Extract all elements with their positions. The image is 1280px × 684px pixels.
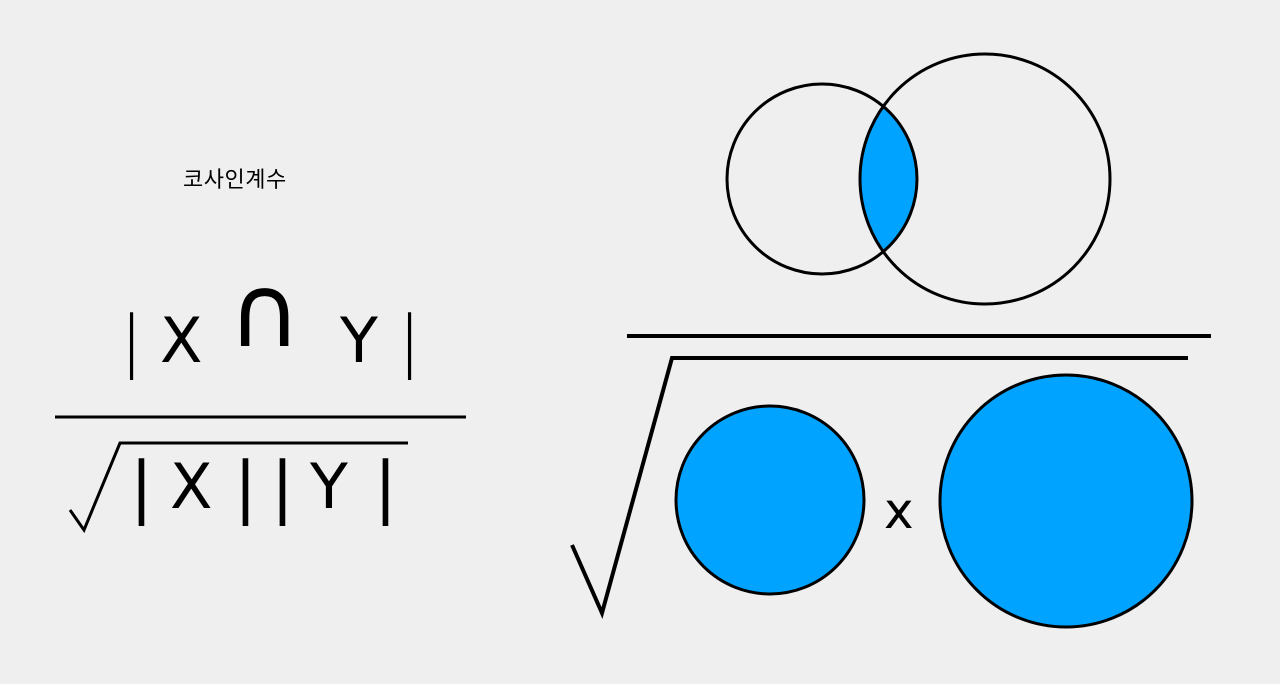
denominator-bar-2: | [234,448,257,527]
circle-set-x [674,404,866,596]
numerator-set-x: X [160,304,203,377]
multiply-symbol: x [884,482,914,540]
denominator-bar-3: | [271,448,294,527]
denominator-bar-1: | [130,448,153,527]
denominator-bar-4: | [374,448,397,527]
intersection-symbol: ∩ [228,253,302,370]
right-sqrt-sign [570,356,1188,619]
circle-set-y [938,373,1194,629]
numerator-set-y: Y [340,304,378,377]
venn-circle-y [858,52,1112,306]
numerator-right-bar: | [398,302,421,381]
denominator-set-y: Y [310,450,348,523]
left-sqrt-sign [68,441,408,534]
denominator-set-x: X [170,450,213,523]
numerator-left-bar: | [120,302,143,381]
venn-circle-x [725,82,919,276]
title: 코사인계수 [183,168,287,193]
